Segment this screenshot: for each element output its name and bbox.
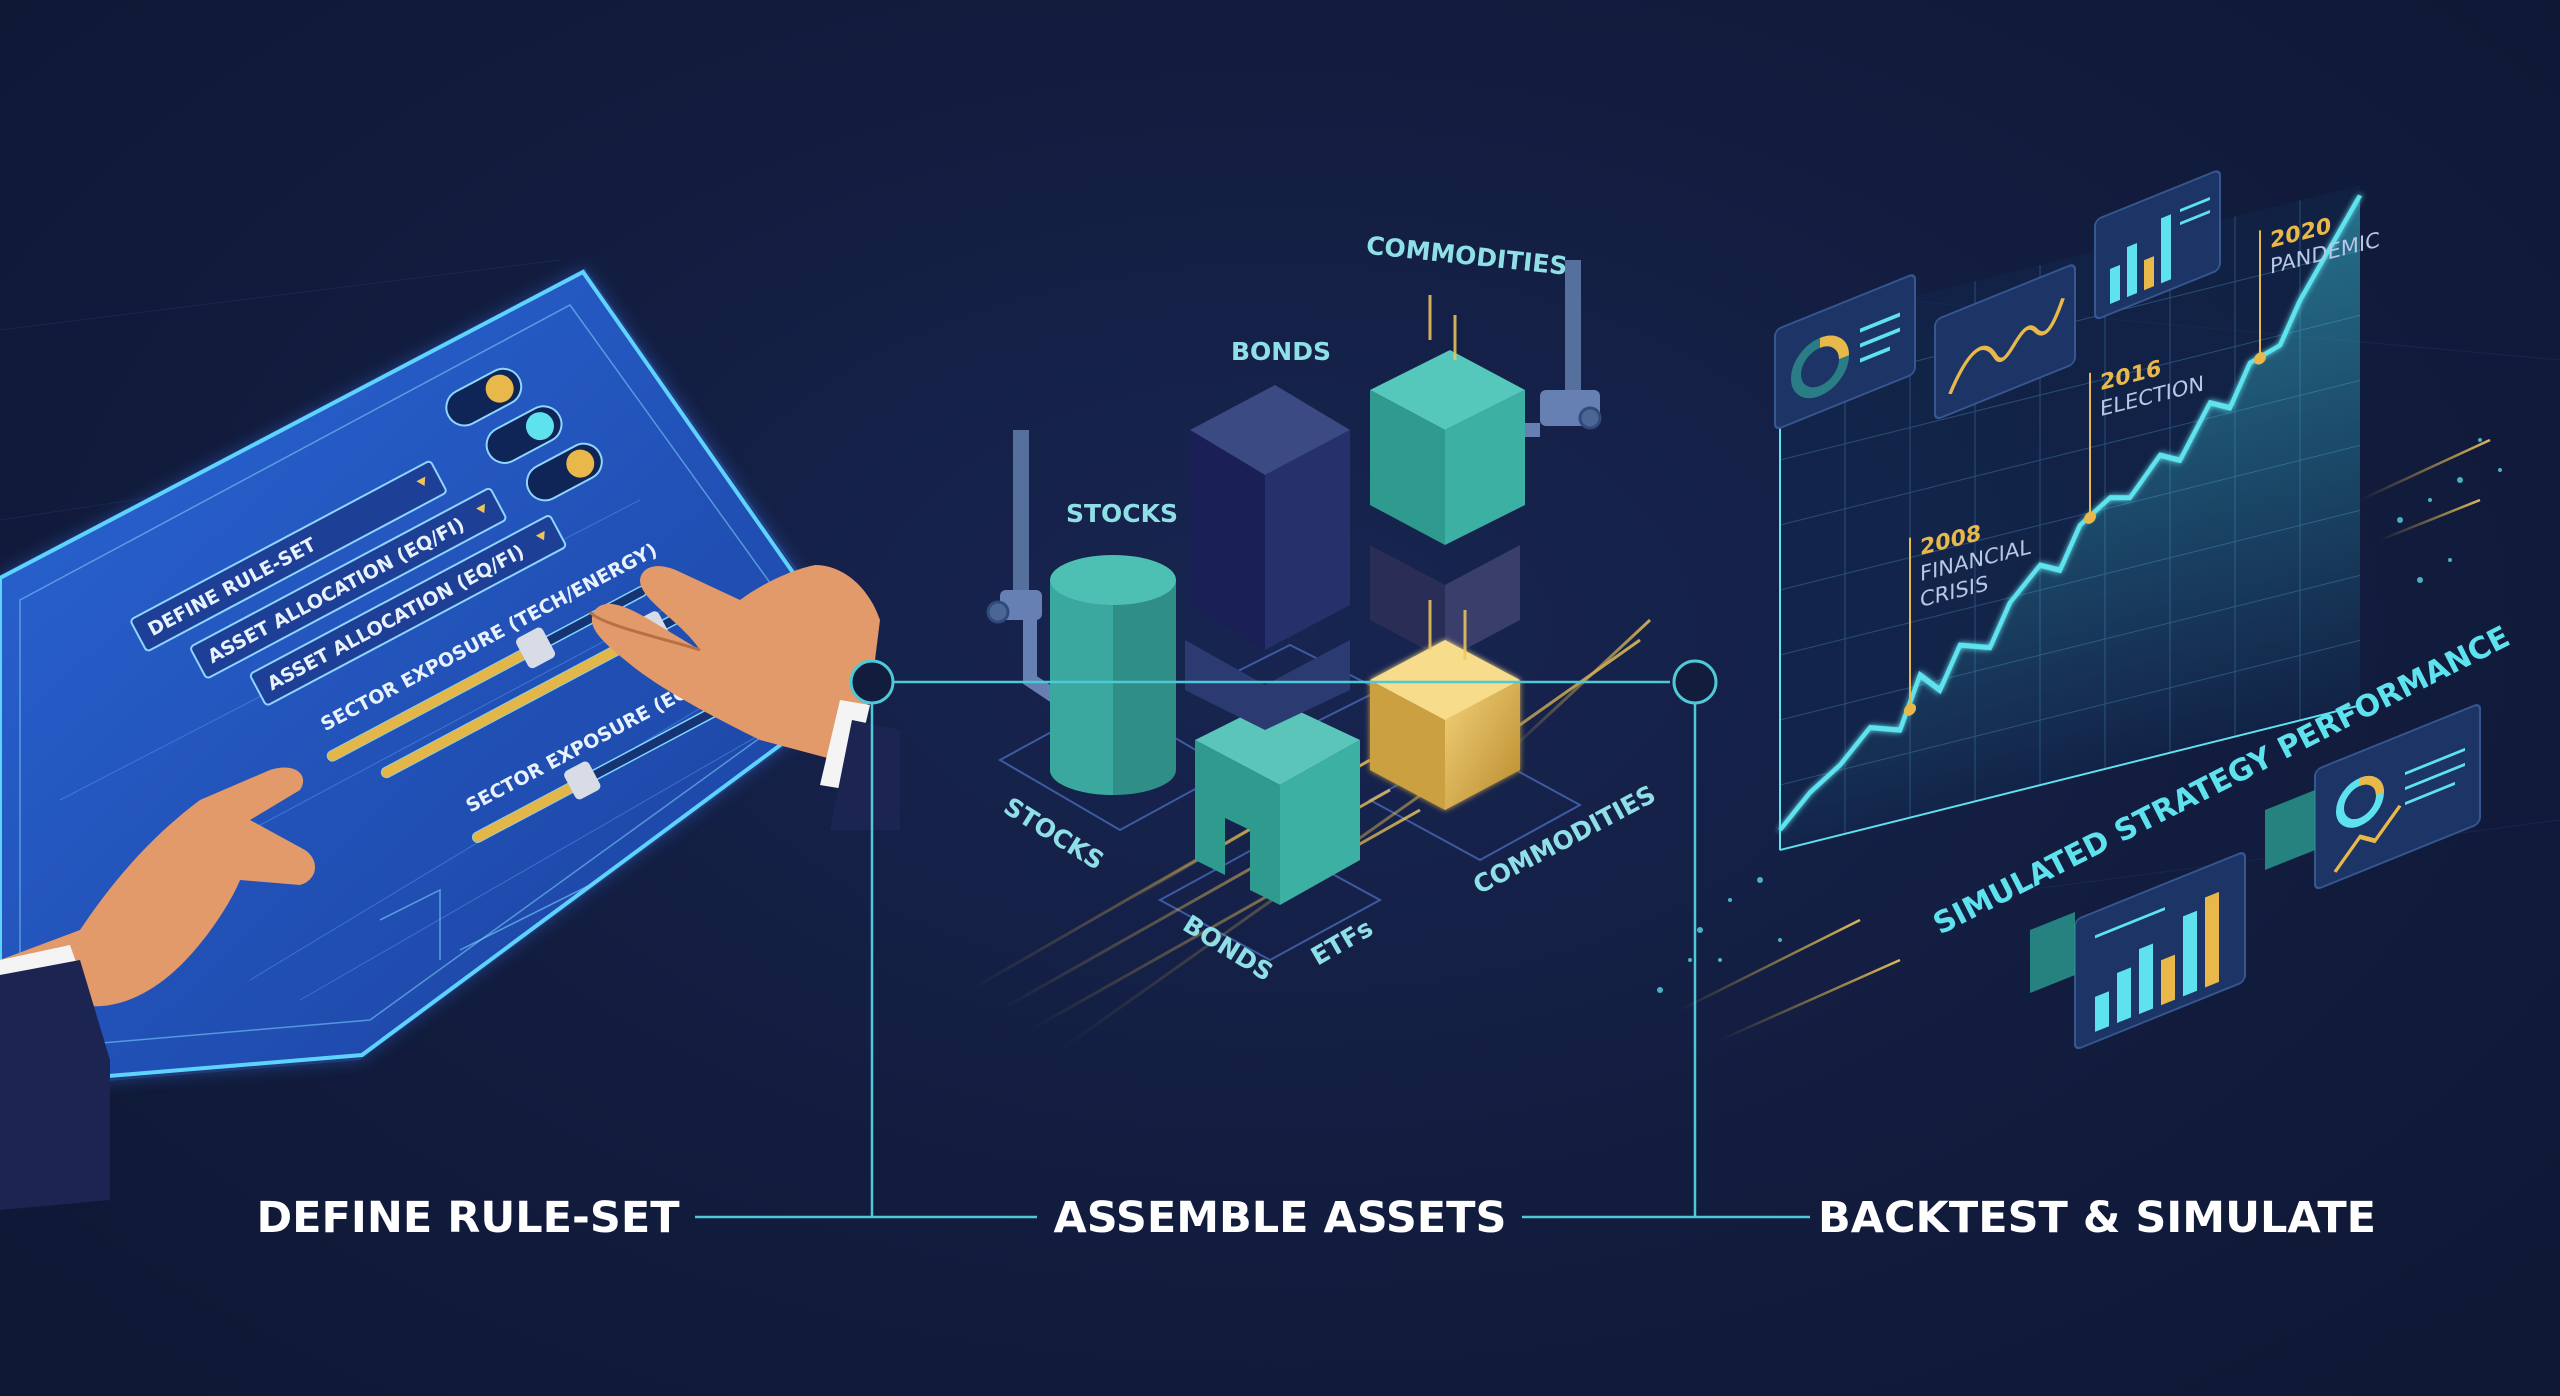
bonds-block bbox=[1190, 385, 1350, 650]
asset-assembly: STOCKS BONDS COMMODITIES STOCKS BONDS ET… bbox=[969, 231, 1660, 1052]
robotic-arm-left bbox=[986, 430, 1064, 706]
slider-sector-3[interactable] bbox=[465, 674, 763, 852]
process-connectors bbox=[695, 659, 1810, 1219]
slider-sector-1[interactable] bbox=[320, 574, 654, 773]
backtest-visual: 2008 FINANCIAL CRISIS 2016 ELECTION 2020… bbox=[1657, 170, 2515, 1050]
left-hand bbox=[0, 767, 316, 1210]
slider-handle[interactable] bbox=[562, 760, 602, 801]
dropdown-arrow-icon bbox=[476, 503, 485, 514]
toggle-switch-1[interactable] bbox=[440, 362, 528, 431]
dropdown-arrow-icon bbox=[535, 530, 545, 541]
mini-dashboard-bars-top bbox=[2094, 170, 2221, 320]
label-stocks-top: STOCKS bbox=[1066, 499, 1178, 528]
connector-node-left bbox=[849, 659, 895, 705]
mini-dashboard-bars-bottom bbox=[2074, 852, 2246, 1050]
mini-dashboard-donut-right bbox=[2314, 704, 2481, 890]
etf-bracket bbox=[1195, 700, 1360, 905]
toggle-switch-3[interactable] bbox=[521, 437, 609, 506]
step-label-assemble-assets: ASSEMBLE ASSETS bbox=[1054, 1193, 1507, 1243]
toggle-switch-2[interactable] bbox=[480, 400, 568, 469]
dropdown-arrow-icon bbox=[416, 476, 426, 487]
step-label-backtest-simulate: BACKTEST & SIMULATE bbox=[1818, 1193, 2376, 1243]
performance-chart: 2008 FINANCIAL CRISIS 2016 ELECTION 2020… bbox=[1778, 185, 2380, 851]
commodities-cube-gold bbox=[1370, 640, 1520, 810]
mini-dashboard-wave bbox=[1934, 264, 2076, 420]
mini-dashboard-donut bbox=[1774, 274, 1916, 430]
connector-node-right bbox=[1672, 659, 1718, 705]
label-commodities-top: COMMODITIES bbox=[1365, 231, 1569, 281]
label-bonds-floor: BONDS bbox=[1178, 909, 1278, 987]
label-stocks-floor: STOCKS bbox=[999, 792, 1109, 876]
right-hand bbox=[588, 565, 900, 830]
stocks-cylinder bbox=[1050, 555, 1176, 795]
step-label-define-rule-set: DEFINE RULE-SET bbox=[256, 1193, 680, 1243]
label-bonds-top: BONDS bbox=[1231, 337, 1331, 366]
particle-field bbox=[1657, 438, 2502, 993]
stacked-cube-top bbox=[1370, 350, 1525, 545]
slider-handle[interactable] bbox=[514, 626, 556, 670]
